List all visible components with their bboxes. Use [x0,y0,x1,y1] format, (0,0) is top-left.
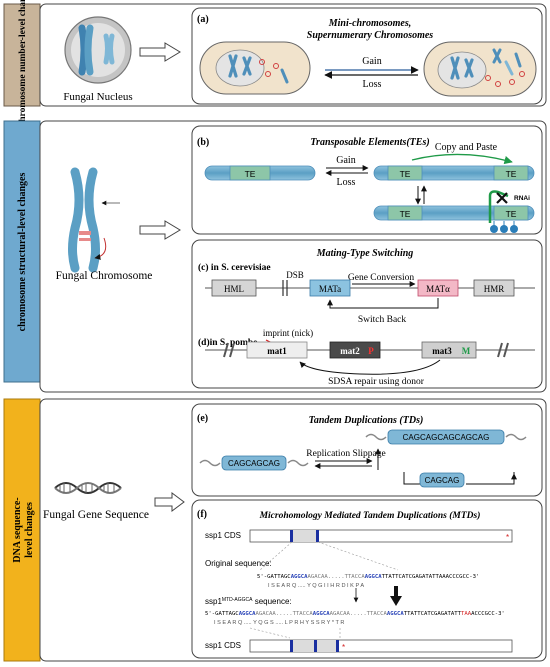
side-band-number: chromosome number-level changes [3,0,41,126]
fungal-cell-left-icon [199,41,311,95]
bottom-seq: CAGCAG [425,476,460,485]
original-aa: I S E A R Q ..... Y Q G I I H R D I K P … [268,583,364,589]
insertion-arrow-icon [390,586,402,606]
mtd-label: ssp1MTD-AGGCA sequence: [205,597,292,606]
block-x-icon [496,192,508,204]
panel-f-title: Microhomology Mediated Tandem Duplicatio… [259,510,481,521]
te-label-2: TE [400,169,411,179]
rnai-complex-icon [490,221,518,233]
group-box-top [39,3,547,107]
chromosome-arrow [139,220,181,240]
left-seq: CAGCAGCAG [228,459,280,468]
side-band-sequence: DNA sequence- level changes [3,398,41,662]
te-label-4: TE [400,209,411,219]
cds-label-bottom: ssp1 CDS [205,641,241,650]
side-label-sequence-2: level changes [24,502,35,558]
sequence-arrow [154,492,185,512]
group-box-middle [39,120,547,393]
panel-b-gain: Gain [336,155,355,166]
original-label: Original sequence: [205,559,272,568]
sdsa-label: SDSA repair using donor [328,377,425,387]
imprint-label: imprint (nick) [263,328,313,338]
fungal-chromosome-icon [68,167,120,273]
dna-helix-icon [54,482,122,494]
matalpha-label: MATα [426,284,450,294]
mat2-tag: P [368,346,374,356]
panel-e-letter: (e) [197,413,208,424]
stop-mark-top: * [506,533,509,542]
original-sequence: 5'-GATTAGCAGGCAAGACAA.....TTACCAAGGCATTA… [257,574,479,580]
mat2-label: mat2 [340,346,360,356]
stop-mark-bottom: * [342,643,345,652]
nucleus-label: Fungal Nucleus [63,91,132,103]
switch-back-label: Switch Back [358,315,407,325]
te-label-5: TE [506,209,517,219]
fungal-nucleus-icon [64,16,132,84]
mat3-label: mat3 [432,346,452,356]
panel-a-title-1: Mini-chromosomes, [328,18,412,29]
chromosome-label: Fungal Chromosome [56,270,153,282]
panel-cd: Mating-Type Switching (c) in S. cerevisi… [191,239,543,389]
te-label-1: TE [245,169,256,179]
rnai-label: RNAi [514,195,530,202]
side-label-sequence-1: DNA sequence- [12,497,23,562]
mtd-aa: I S E A R Q ..... Y Q G S ..... L P R H … [214,620,344,626]
panel-b-letter: (b) [197,137,209,148]
mat3-tag: M [462,346,471,356]
panel-b-loss: Loss [337,177,356,188]
side-label-number: chromosome number-level changes [18,0,28,126]
panel-f-letter: (f) [197,509,207,520]
fungal-cell-right-icon [423,41,537,97]
slippage-label: Replication Slippage [306,449,385,459]
side-band-structural: chromosome structural-level changes [3,120,41,383]
panel-c-label: (c) in S. cerevisiae [198,262,271,273]
panel-f: (f) Microhomology Mediated Tandem Duplic… [191,499,543,659]
panel-b: (b) Transposable Elements(TEs) TE Gain L… [191,125,543,235]
panel-c-title: Mating-Type Switching [316,248,414,259]
mtd-sequence: 5'-GATTAGCAGGCAAGACAA.....TTACCAAGGCAAGA… [205,611,505,617]
group-box-bottom [39,398,547,662]
panel-a-title-2: Supernumerary Chromosomes [307,30,434,41]
panel-e: (e) Tandem Duplications (TDs) CAGCAGCAG … [191,403,543,497]
mat1-label: mat1 [267,346,287,356]
panel-a-loss: Loss [363,79,382,90]
te-label-3: TE [506,169,517,179]
copy-paste-label: Copy and Paste [435,142,498,153]
mata-label: MATa [319,284,341,294]
panel-e-title: Tandem Duplications (TDs) [309,415,424,426]
dsb-label: DSB [286,270,304,280]
panel-a-letter: (a) [197,14,209,25]
gene-sequence-label: Fungal Gene Sequence [43,509,149,521]
panel-a-gain: Gain [362,56,381,67]
cds-label-top: ssp1 CDS [205,531,241,540]
panel-a: (a) Mini-chromosomes, Supernumerary Chro… [191,7,543,105]
top-seq: CAGCAGCAGCAGCAG [403,433,490,442]
hmr-label: HMR [484,284,505,294]
nucleus-arrow [139,42,181,62]
side-label-structural: chromosome structural-level changes [17,173,28,332]
panel-b-title: Transposable Elements(TEs) [310,137,429,148]
hml-label: HML [224,284,244,294]
gene-conversion-label: Gene Conversion [348,273,414,283]
panel-d-label: (d)in S. pombe [198,337,257,348]
